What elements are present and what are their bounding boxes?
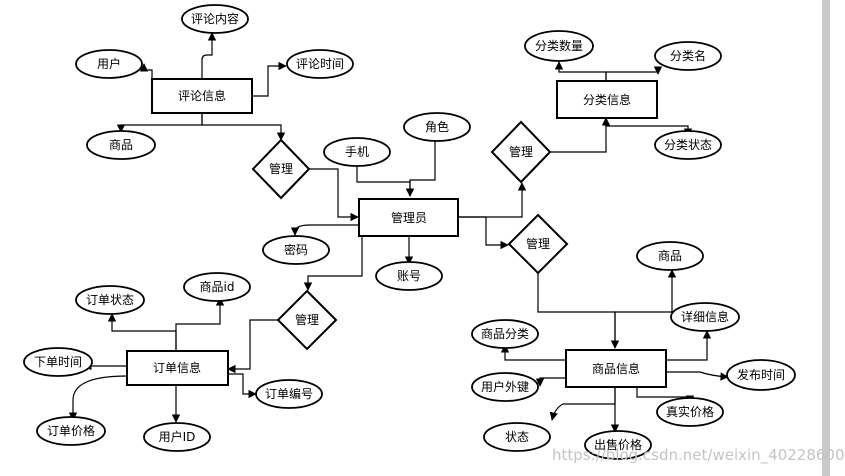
svg-text:真实价格: 真实价格	[666, 404, 714, 419]
relation-label: 管理	[295, 312, 319, 327]
attr-admin-password: 密码	[262, 235, 330, 265]
edge-product-detail	[666, 330, 712, 361]
edge-admin-password	[290, 224, 358, 236]
attr-admin-phone: 手机	[323, 137, 391, 167]
edge-comment-time	[252, 61, 287, 97]
svg-text:用户: 用户	[97, 56, 121, 71]
relation-manage-order: 管理	[276, 289, 338, 351]
attr-order-price: 订单价格	[36, 416, 106, 446]
attr-admin-account: 账号	[375, 261, 443, 291]
edge-order-productid	[175, 297, 225, 351]
svg-text:订单状态: 订单状态	[86, 293, 134, 307]
attr-product-status: 状态	[483, 422, 551, 452]
entity-product: 商品信息	[565, 349, 667, 388]
attr-comment-time: 评论时间	[286, 49, 354, 79]
relation-label: 管理	[509, 144, 533, 159]
svg-text:商品: 商品	[658, 248, 682, 263]
svg-text:手机: 手机	[345, 145, 369, 159]
attr-comment-product: 商品	[86, 130, 156, 160]
svg-text:用户外键: 用户外键	[481, 379, 529, 394]
relation-manage-product: 管理	[507, 213, 569, 275]
svg-text:评论时间: 评论时间	[296, 57, 344, 71]
relation-manage-category: 管理	[490, 120, 552, 184]
attr-order-time: 下单时间	[23, 347, 93, 377]
attr-comment-user: 用户	[75, 49, 143, 79]
svg-text:下单时间: 下单时间	[34, 355, 82, 369]
edge-phone-admin	[356, 164, 415, 197]
attr-order-userid: 用户ID	[143, 422, 211, 452]
attr-product-realprice: 真实价格	[656, 397, 724, 427]
svg-text:商品分类: 商品分类	[481, 326, 529, 341]
svg-text:状态: 状态	[505, 430, 529, 444]
edge-comment-product	[116, 113, 203, 133]
svg-text:发布时间: 发布时间	[737, 367, 785, 382]
attr-product-detail: 详细信息	[670, 302, 740, 332]
attr-comment-content: 评论内容	[181, 4, 249, 34]
entity-comment-label: 评论信息	[178, 88, 226, 103]
edge-r3-product	[537, 273, 620, 349]
svg-text:密码: 密码	[284, 242, 308, 257]
relation-label: 管理	[526, 236, 550, 251]
attr-order-productid: 商品id	[183, 272, 251, 302]
entity-category-label: 分类信息	[583, 92, 631, 107]
svg-text:出售价格: 出售价格	[594, 437, 642, 452]
attr-category-status: 分类状态	[654, 130, 722, 160]
svg-text:用户ID: 用户ID	[159, 429, 196, 444]
attr-order-number: 订单编号	[255, 379, 323, 409]
entity-product-label: 商品信息	[592, 361, 640, 376]
edge-r4-order	[227, 319, 278, 374]
attr-order-status: 订单状态	[75, 285, 145, 315]
attr-product-publishtime: 发布时间	[726, 359, 796, 391]
edge-comment-rel	[201, 113, 286, 141]
svg-text:评论内容: 评论内容	[191, 11, 239, 26]
edge-comment-user	[139, 63, 153, 95]
edge-comment-content	[201, 32, 217, 79]
entity-category: 分类信息	[556, 80, 658, 119]
svg-text:详细信息: 详细信息	[681, 309, 729, 324]
edge-order-number	[228, 373, 257, 399]
edge-admin-r4	[303, 236, 363, 291]
edge-category-count	[554, 61, 607, 81]
edge-product-publishtime	[666, 371, 729, 381]
edge-product-category	[500, 344, 566, 361]
entity-admin: 管理员	[358, 198, 459, 237]
entity-admin-label: 管理员	[391, 210, 427, 225]
entity-comment: 评论信息	[151, 78, 253, 114]
attr-product-product: 商品	[636, 241, 704, 271]
relation-label: 管理	[269, 161, 293, 176]
svg-text:订单价格: 订单价格	[47, 423, 95, 438]
attr-product-saleprice: 出售价格	[584, 430, 652, 460]
edge-admin-r2	[458, 182, 527, 218]
entity-order: 订单信息	[126, 350, 229, 386]
svg-text:账号: 账号	[397, 269, 421, 283]
edge-r2-category	[549, 117, 611, 153]
edge-order-price	[68, 375, 128, 421]
attr-category-count: 分类数量	[524, 30, 594, 62]
right-scroll-strip	[822, 0, 830, 476]
edges	[68, 32, 729, 433]
svg-text:分类数量: 分类数量	[535, 38, 583, 53]
svg-text:订单编号: 订单编号	[265, 386, 313, 401]
edge-r1-admin	[308, 168, 359, 222]
attr-product-category: 商品分类	[471, 319, 539, 349]
watermark-text: https://blog.csdn.net/weixin_40228600	[552, 446, 845, 464]
attr-admin-role: 角色	[403, 112, 471, 142]
svg-text:分类名: 分类名	[670, 48, 706, 63]
svg-text:商品id: 商品id	[200, 279, 235, 294]
svg-text:商品: 商品	[109, 137, 133, 152]
attr-product-userfk: 用户外键	[471, 372, 539, 402]
edge-product-userfk	[535, 377, 566, 387]
svg-text:角色: 角色	[425, 120, 449, 134]
edge-order-status	[107, 313, 177, 351]
edge-product-product	[614, 269, 677, 348]
edge-admin-r3	[458, 216, 509, 250]
edge-category-name	[605, 66, 663, 81]
attr-category-name: 分类名	[654, 41, 722, 71]
edge-product-status	[549, 387, 616, 421]
edge-role-admin	[405, 141, 436, 197]
svg-text:分类状态: 分类状态	[664, 138, 712, 152]
relation-manage-comment: 管理	[251, 138, 311, 200]
entity-order-label: 订单信息	[153, 360, 201, 375]
